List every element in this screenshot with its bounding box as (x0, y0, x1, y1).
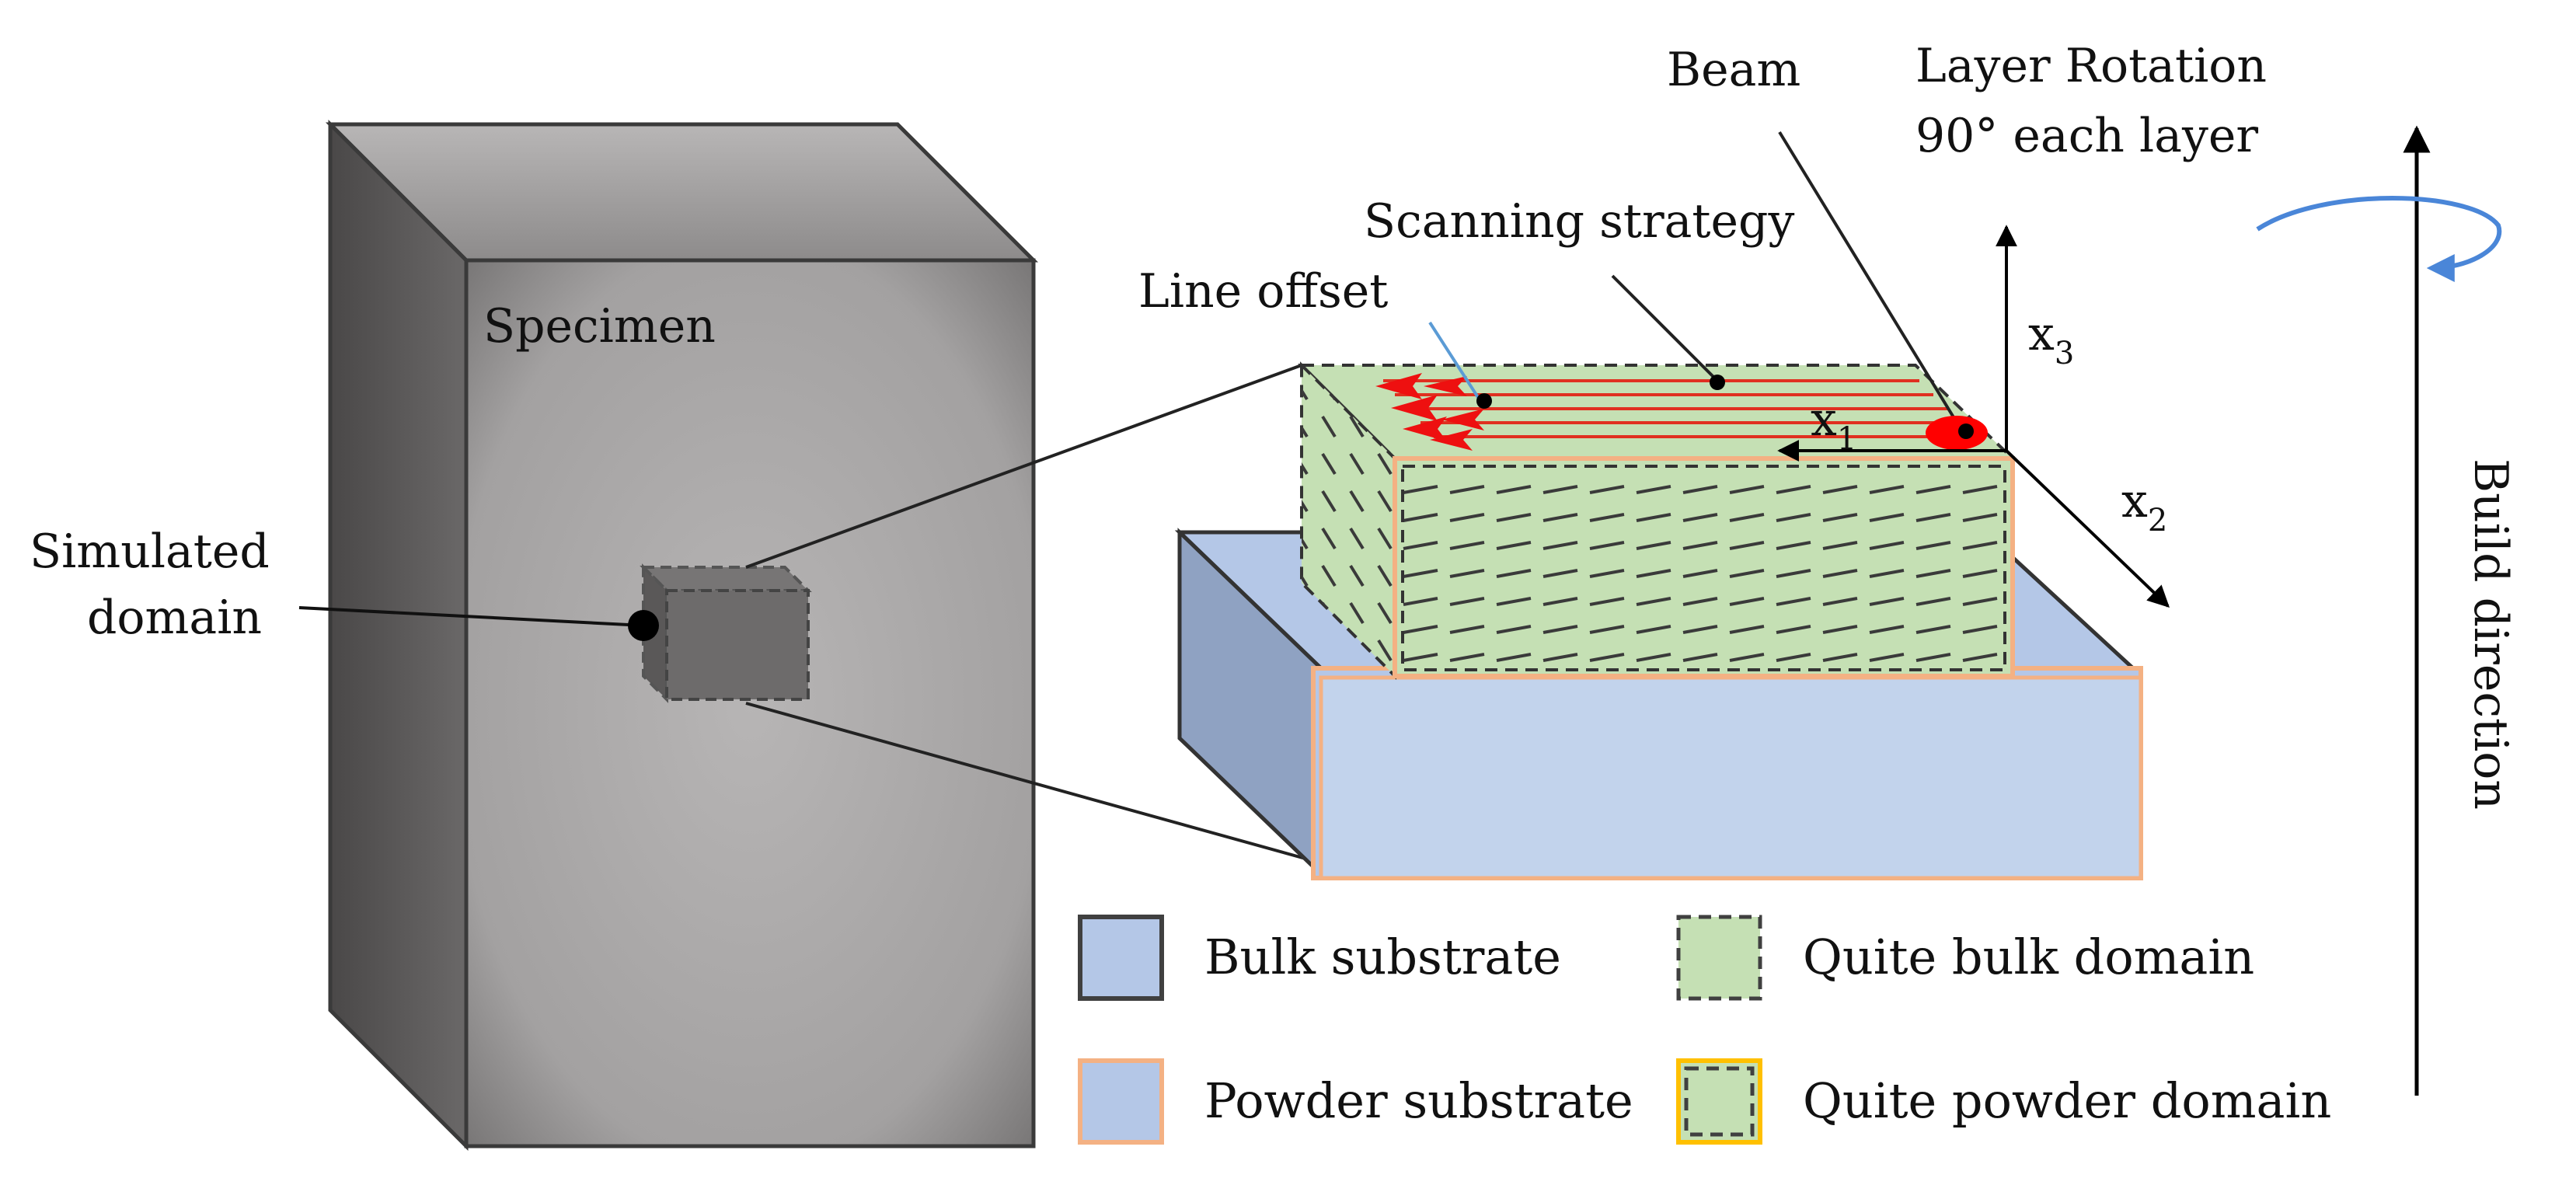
axis-x1-label: x1 (1811, 392, 1856, 457)
legend-label-bulk-substrate: Bulk substrate (1204, 929, 1561, 985)
legend-swatch-quite-powder-domain-inner (1684, 1066, 1755, 1137)
beam-dot (1958, 423, 1974, 439)
simulated-domain-cube (640, 563, 812, 703)
beam-line (1778, 131, 1964, 433)
scanning-strategy-leader (1611, 274, 1719, 382)
line-offset-label: Line offset (1138, 264, 1388, 319)
legend-label-quite-bulk-domain: Quite bulk domain (1803, 929, 2254, 985)
line-offset-leader (1428, 321, 1482, 403)
specimen-label: Specimen (483, 299, 716, 354)
legend-label-quite-powder-domain: Quite powder domain (1803, 1072, 2331, 1129)
scanning-strategy-dot (1710, 375, 1725, 390)
legend-swatch-quite-powder-domain (1676, 1058, 1762, 1145)
domain-side-hatch (1302, 365, 1395, 676)
axis-x2-label: x2 (2121, 474, 2167, 538)
axis-x2-arrow (2005, 449, 2170, 608)
legend-label-powder-substrate: Powder substrate (1204, 1072, 1633, 1129)
beam-spot (1926, 416, 1988, 450)
layer-rotation-label-line1: Layer Rotation (1915, 39, 2267, 93)
simulated-domain-label-line1: Simulated (30, 525, 270, 579)
legend: Bulk substrate Quite bulk domain Powder … (1078, 915, 2331, 1145)
specimen-side-face (328, 119, 469, 1152)
substrate-front-inner (1319, 675, 2143, 880)
specimen-block (325, 119, 1039, 1152)
axis-x3-label: x3 (2028, 307, 2074, 371)
simulated-domain-dot (628, 610, 659, 641)
scan-direction-arrows (1375, 373, 1484, 451)
legend-swatch-powder-substrate (1078, 1058, 1164, 1145)
scanning-strategy-label: Scanning strategy (1364, 194, 1794, 249)
domain-front-hatch (1403, 466, 2005, 670)
simulated-domain-label-line2: domain (87, 591, 262, 645)
rotation-arrow (2256, 196, 2502, 282)
layer-rotation-label-line2: 90° each layer (1915, 109, 2258, 163)
quite-domain-block (1298, 361, 2017, 680)
beam-label: Beam (1667, 43, 1800, 97)
legend-swatch-quite-bulk-domain (1676, 915, 1762, 1001)
legend-swatch-bulk-substrate (1078, 915, 1164, 1001)
zoom-line-bottom (745, 702, 1306, 860)
line-offset-dot (1476, 393, 1492, 409)
zoom-line-top (745, 364, 1302, 569)
simulated-domain-leader (298, 606, 644, 627)
build-direction-label: Build direction (2463, 458, 2518, 810)
